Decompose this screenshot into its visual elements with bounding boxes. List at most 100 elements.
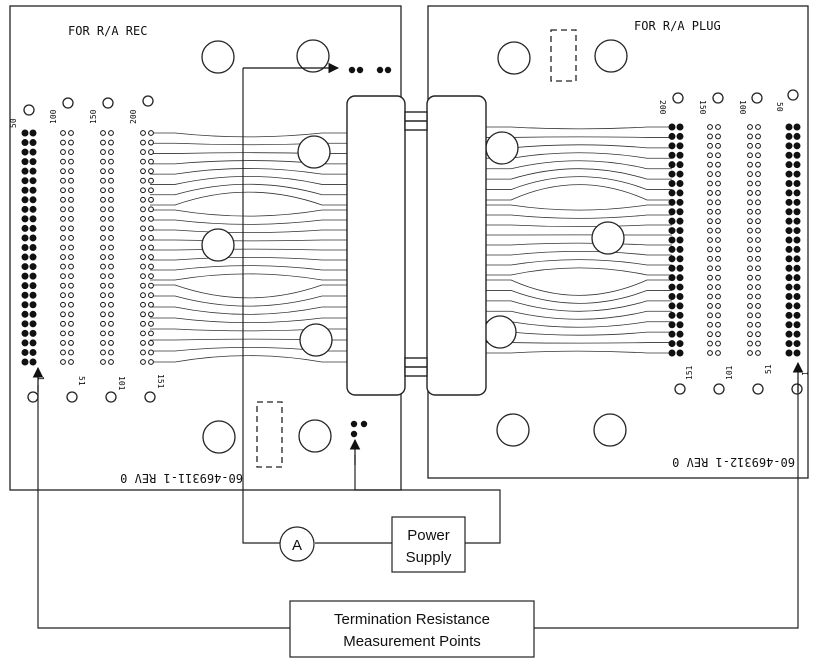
pin	[22, 168, 28, 174]
pin	[786, 303, 792, 309]
pin	[748, 172, 753, 177]
pin	[30, 149, 36, 155]
pin	[786, 275, 792, 281]
pin	[794, 218, 800, 224]
pin	[716, 191, 721, 196]
pin	[786, 265, 792, 271]
pin	[756, 143, 761, 148]
termination-resistance: Termination Resistance Measurement Point…	[290, 601, 534, 657]
pin	[716, 341, 721, 346]
pin	[708, 219, 713, 224]
pin	[756, 228, 761, 233]
pin	[708, 134, 713, 139]
pin	[794, 124, 800, 130]
pin	[677, 124, 683, 130]
pin	[69, 283, 74, 288]
trace	[486, 351, 672, 353]
trace	[486, 343, 672, 344]
pin	[786, 171, 792, 177]
pin	[149, 207, 154, 212]
pin	[22, 292, 28, 298]
pin	[748, 200, 753, 205]
pin	[786, 237, 792, 243]
pin	[109, 274, 114, 279]
pin	[677, 256, 683, 262]
pin	[101, 302, 106, 307]
pin	[101, 216, 106, 221]
pin	[756, 275, 761, 280]
pin	[677, 284, 683, 290]
trace	[486, 311, 672, 319]
pin	[69, 350, 74, 355]
pin	[149, 350, 154, 355]
pin	[69, 341, 74, 346]
pin	[786, 218, 792, 224]
pin	[677, 237, 683, 243]
via-hole	[752, 93, 762, 103]
pin	[708, 209, 713, 214]
pin	[22, 254, 28, 260]
via-hole	[103, 98, 113, 108]
pin	[786, 162, 792, 168]
pin	[69, 245, 74, 250]
pin	[716, 332, 721, 337]
pin	[141, 283, 146, 288]
pin	[30, 264, 36, 270]
left-board-part-number: 60-469311-1 REV 0	[120, 471, 243, 485]
pin	[748, 209, 753, 214]
pin	[756, 134, 761, 139]
pin	[756, 351, 761, 356]
pin	[30, 302, 36, 308]
pin	[794, 284, 800, 290]
pin	[141, 360, 146, 365]
pin	[677, 228, 683, 234]
pin	[69, 312, 74, 317]
pin	[101, 236, 106, 241]
pin	[22, 264, 28, 270]
pin	[109, 350, 114, 355]
plug-connector	[427, 96, 486, 395]
pin	[149, 283, 154, 288]
pin	[101, 293, 106, 298]
pin	[101, 255, 106, 260]
pin	[716, 228, 721, 233]
pin	[708, 162, 713, 167]
power-supply-label-line1: Power	[407, 527, 450, 544]
pin	[69, 264, 74, 269]
pin	[22, 311, 28, 317]
pin	[786, 322, 792, 328]
pin	[708, 266, 713, 271]
left-board-header: FOR R/A REC	[68, 24, 147, 38]
pin	[30, 245, 36, 251]
pin	[109, 255, 114, 260]
pin	[669, 171, 675, 177]
pin	[149, 341, 154, 346]
pin	[756, 172, 761, 177]
row-number: 150	[89, 109, 98, 124]
pin	[794, 199, 800, 205]
pin	[669, 209, 675, 215]
pin	[149, 169, 154, 174]
pin	[109, 341, 114, 346]
pin	[794, 181, 800, 187]
pin	[748, 143, 753, 148]
pin	[22, 340, 28, 346]
test-pin	[385, 67, 391, 73]
pin	[141, 331, 146, 336]
pin	[30, 340, 36, 346]
mounting-hole	[497, 414, 529, 446]
pin	[101, 197, 106, 202]
pin	[756, 238, 761, 243]
trace	[150, 307, 347, 314]
pin	[669, 331, 675, 337]
pin	[30, 292, 36, 298]
pin	[756, 285, 761, 290]
pin	[677, 199, 683, 205]
pin	[669, 350, 675, 356]
right-board-part-number: 60-469312-1 REV 0	[672, 455, 795, 469]
pin	[669, 190, 675, 196]
pin	[101, 321, 106, 326]
pin	[756, 209, 761, 214]
pin	[669, 124, 675, 130]
pin	[30, 187, 36, 193]
